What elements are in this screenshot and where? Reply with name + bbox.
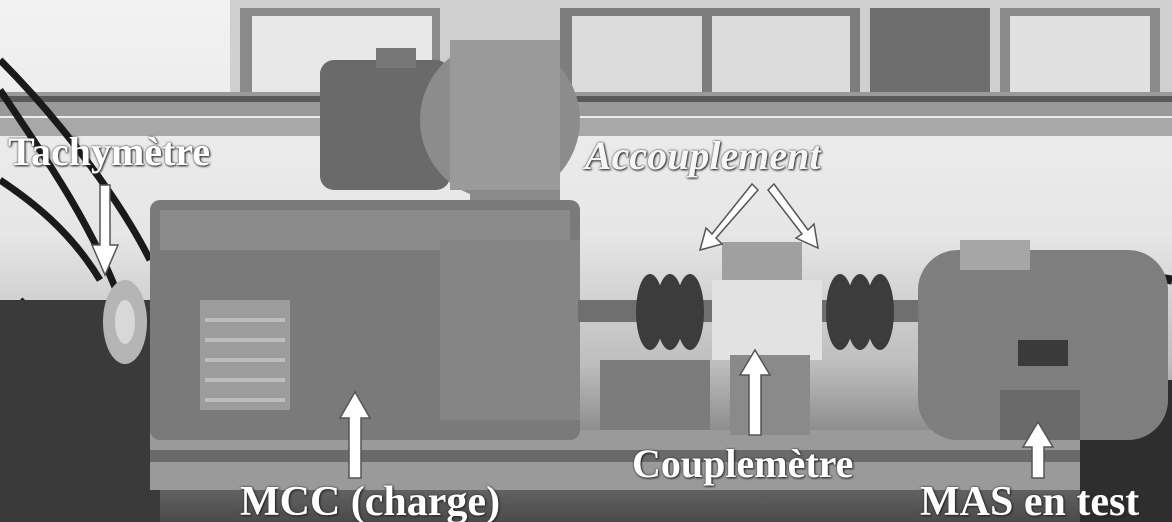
label-mas: MAS en test xyxy=(920,479,1140,522)
induction-motor-mas xyxy=(918,240,1168,440)
tachymeter xyxy=(103,280,147,364)
label-accouplement: Accouplement xyxy=(585,133,821,178)
arrow-mcc-icon xyxy=(338,390,372,479)
arrow-accouplement-right-icon xyxy=(767,182,819,250)
arrow-mas-icon xyxy=(1021,420,1055,479)
cable-rail xyxy=(0,92,1172,136)
label-tachymetre: Tachymètre xyxy=(8,129,211,174)
label-mcc: MCC (charge) xyxy=(240,479,501,522)
dc-motor-mcc xyxy=(150,200,580,440)
label-couplemetre: Couplemètre xyxy=(632,441,854,486)
arrow-tachymetre-icon xyxy=(90,184,120,277)
arrow-accouplement-left-icon xyxy=(698,182,760,252)
annotation-arrows xyxy=(90,182,1055,479)
cooling-fan xyxy=(320,40,580,250)
arrow-couplemetre-icon xyxy=(738,348,772,436)
window-frame xyxy=(230,0,1172,110)
torque-meter xyxy=(600,242,822,435)
